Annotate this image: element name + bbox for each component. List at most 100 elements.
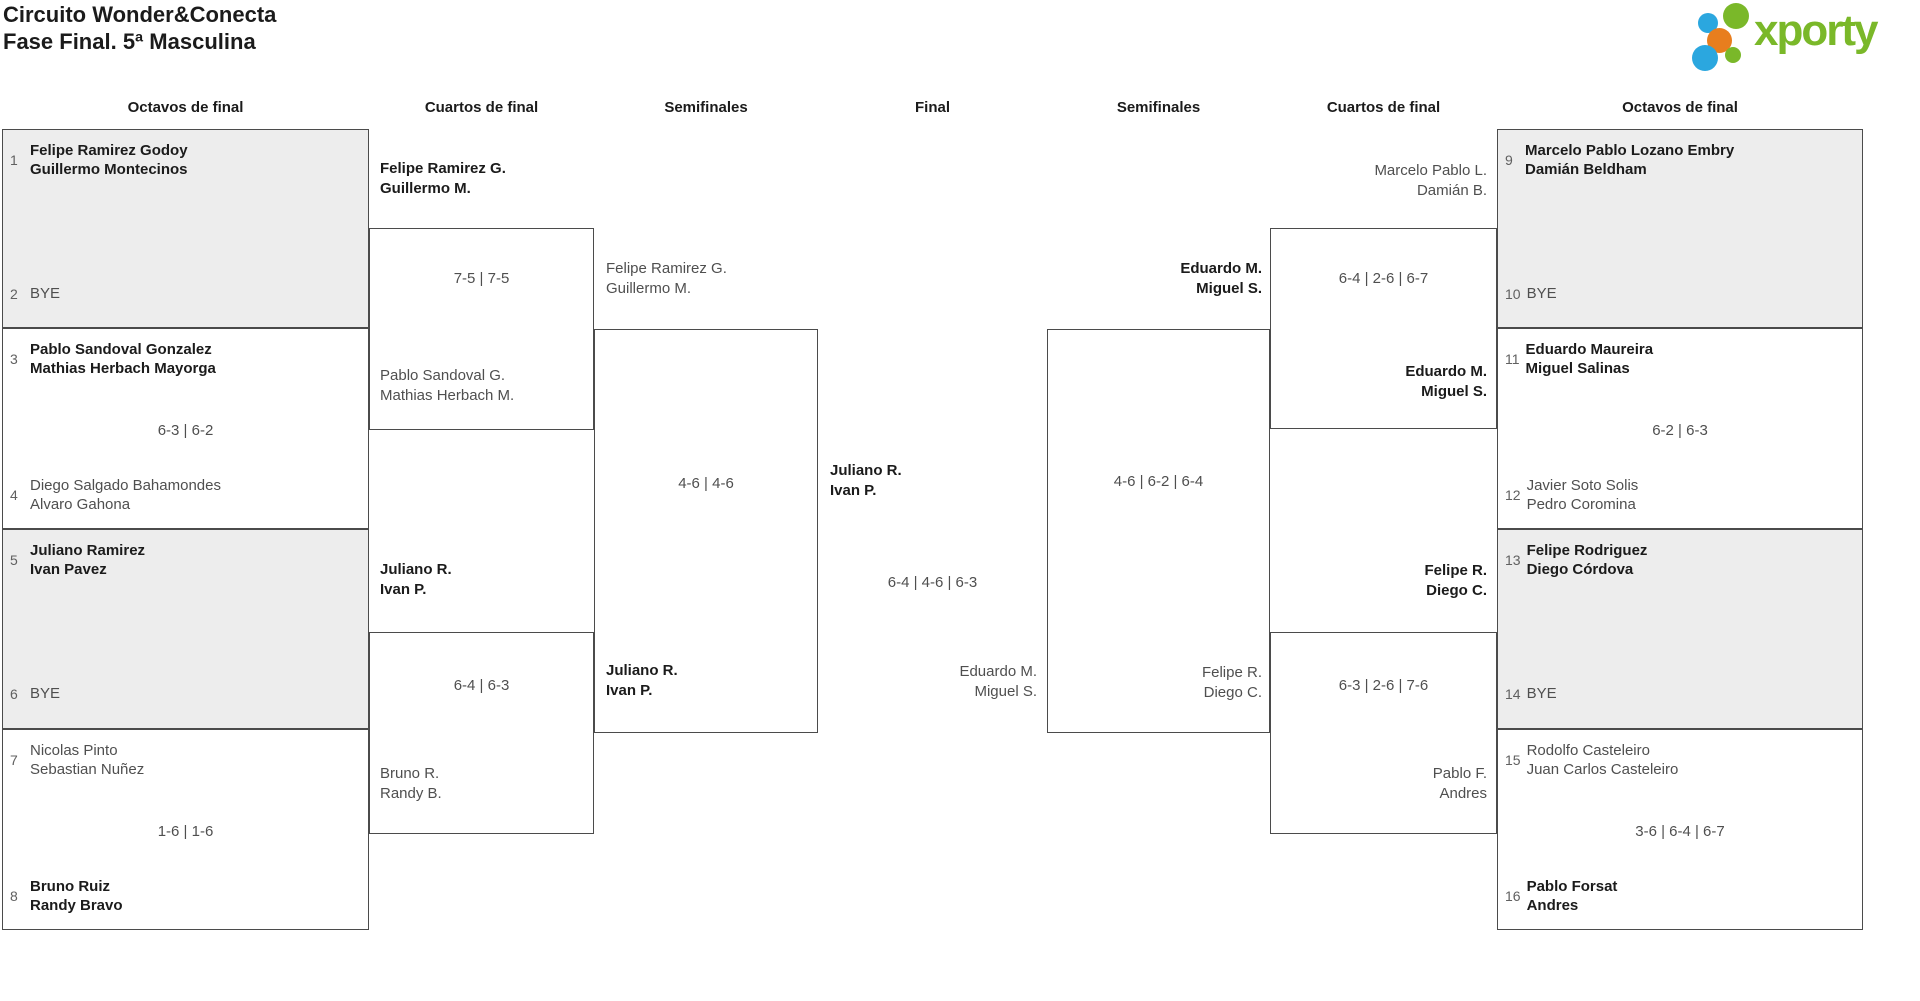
match-box-octavos-left-3-4[interactable] bbox=[2, 328, 369, 529]
seed-number: 11 bbox=[1505, 351, 1520, 367]
team-name: Juliano Ramirez Ivan Pavez bbox=[30, 542, 146, 578]
match-box-octavos-right-15-16[interactable] bbox=[1497, 729, 1863, 930]
match-box-cuartos-right-bottom[interactable] bbox=[1270, 632, 1497, 834]
seed-number: 14 bbox=[1505, 685, 1521, 702]
match-score: 4-6 | 6-2 | 6-4 bbox=[1113, 473, 1204, 490]
match-box-octavos-left-7-8[interactable] bbox=[2, 729, 369, 930]
seed-number: 16 bbox=[1505, 888, 1521, 904]
match-score: 6-4 | 4-6 | 6-3 bbox=[887, 574, 978, 591]
team-name[interactable]: Felipe Ramirez G. Guillermo M. bbox=[380, 160, 506, 197]
team-slot[interactable]: 6 BYE bbox=[10, 684, 361, 703]
logo-wordmark: xporty bbox=[1754, 6, 1878, 55]
team-name: Pablo Sandoval Gonzalez Mathias Herbach … bbox=[30, 341, 216, 377]
team-slot[interactable]: 16 Pablo Forsat Andres bbox=[1505, 877, 1855, 915]
match-box-octavos-right-9-10[interactable] bbox=[1497, 129, 1863, 328]
logo-dot-blue-large bbox=[1692, 45, 1718, 71]
match-score: 7-5 | 7-5 bbox=[453, 270, 510, 287]
team-name[interactable]: Bruno R. Randy B. bbox=[380, 765, 442, 802]
seed-number: 12 bbox=[1505, 487, 1521, 503]
seed-number: 15 bbox=[1505, 752, 1521, 768]
team-slot[interactable]: 3 Pablo Sandoval Gonzalez Mathias Herbac… bbox=[10, 340, 361, 378]
match-box-octavos-left-5-6[interactable] bbox=[2, 529, 369, 729]
team-name: BYE bbox=[1526, 685, 1557, 702]
team-slot[interactable]: 1 Felipe Ramirez Godoy Guillermo Monteci… bbox=[10, 141, 361, 179]
team-name: Felipe Rodriguez Diego Córdova bbox=[1526, 542, 1648, 578]
seed-number: 13 bbox=[1505, 552, 1521, 568]
team-slot[interactable]: 11 Eduardo Maureira Miguel Salinas bbox=[1505, 340, 1855, 378]
team-slot[interactable]: 14 BYE bbox=[1505, 684, 1855, 703]
seed-number: 2 bbox=[10, 285, 18, 302]
match-box-cuartos-right-top[interactable] bbox=[1270, 228, 1497, 429]
round-header-final: Final bbox=[914, 99, 950, 116]
team-name: BYE bbox=[30, 685, 61, 702]
round-header-semis-right: Semifinales bbox=[1116, 99, 1201, 116]
team-slot[interactable]: 4 Diego Salgado Bahamondes Alvaro Gahona bbox=[10, 476, 361, 514]
round-header-octavos-left: Octavos de final bbox=[127, 99, 244, 116]
seed-number: 5 bbox=[10, 552, 18, 568]
match-score: 4-6 | 4-6 bbox=[678, 475, 734, 492]
round-header-octavos-right: Octavos de final bbox=[1622, 99, 1738, 116]
team-name[interactable]: Eduardo M. Miguel S. bbox=[1180, 260, 1262, 297]
team-name[interactable]: Juliano R. Ivan P. bbox=[830, 462, 902, 499]
team-name: BYE bbox=[1526, 285, 1557, 302]
seed-number: 1 bbox=[10, 152, 18, 168]
match-score: 6-2 | 6-3 bbox=[1652, 422, 1708, 439]
team-name: Marcelo Pablo Lozano Embry Damián Beldha… bbox=[1525, 142, 1735, 178]
team-name: Javier Soto Solis Pedro Coromina bbox=[1526, 477, 1639, 513]
match-box-cuartos-left-top[interactable] bbox=[369, 228, 594, 430]
team-name[interactable]: Marcelo Pablo L. Damián B. bbox=[1374, 162, 1487, 199]
round-header-cuartos-left: Cuartos de final bbox=[424, 99, 539, 116]
team-slot[interactable]: 7 Nicolas Pinto Sebastian Nuñez bbox=[10, 741, 361, 779]
seed-number: 4 bbox=[10, 487, 18, 503]
seed-number: 7 bbox=[10, 752, 18, 768]
round-header-semis-left: Semifinales bbox=[664, 99, 748, 116]
team-name[interactable]: Eduardo M. Miguel S. bbox=[1405, 363, 1487, 400]
page-title: Circuito Wonder&Conecta Fase Final. 5ª M… bbox=[3, 2, 277, 54]
seed-number: 3 bbox=[10, 351, 18, 367]
team-slot[interactable]: 8 Bruno Ruiz Randy Bravo bbox=[10, 877, 361, 915]
match-box-octavos-right-11-12[interactable] bbox=[1497, 328, 1863, 529]
seed-number: 8 bbox=[10, 888, 18, 904]
team-slot[interactable]: 2 BYE bbox=[10, 284, 361, 303]
team-slot[interactable]: 5 Juliano Ramirez Ivan Pavez bbox=[10, 541, 361, 579]
team-slot[interactable]: 12 Javier Soto Solis Pedro Coromina bbox=[1505, 476, 1855, 514]
team-name: Nicolas Pinto Sebastian Nuñez bbox=[30, 742, 145, 778]
seed-number: 6 bbox=[10, 685, 18, 702]
team-name[interactable]: Juliano R. Ivan P. bbox=[606, 662, 678, 699]
team-name[interactable]: Felipe R. Diego C. bbox=[1424, 562, 1487, 599]
match-box-semifinal-right[interactable] bbox=[1047, 329, 1270, 733]
match-box-octavos-left-1-2[interactable] bbox=[2, 129, 369, 328]
team-name: Eduardo Maureira Miguel Salinas bbox=[1525, 341, 1654, 377]
seed-number: 10 bbox=[1505, 285, 1521, 302]
xporty-logo[interactable]: xporty bbox=[1686, 2, 1908, 71]
match-score: 6-4 | 6-3 bbox=[453, 677, 510, 694]
team-slot[interactable]: 15 Rodolfo Casteleiro Juan Carlos Castel… bbox=[1505, 741, 1855, 779]
round-header-cuartos-right: Cuartos de final bbox=[1326, 99, 1441, 116]
logo-dot-green-large bbox=[1723, 3, 1749, 29]
team-slot[interactable]: 13 Felipe Rodriguez Diego Córdova bbox=[1505, 541, 1855, 579]
match-box-semifinal-left[interactable] bbox=[594, 329, 818, 733]
team-name: BYE bbox=[30, 285, 61, 302]
match-box-octavos-right-13-14[interactable] bbox=[1497, 529, 1863, 729]
match-score: 1-6 | 1-6 bbox=[157, 823, 214, 840]
logo-dot-green-small bbox=[1725, 47, 1741, 63]
team-name[interactable]: Juliano R. Ivan P. bbox=[380, 561, 452, 598]
team-slot[interactable]: 10 BYE bbox=[1505, 284, 1855, 303]
match-score: 6-3 | 2-6 | 7-6 bbox=[1338, 677, 1429, 694]
match-box-cuartos-left-bottom[interactable] bbox=[369, 632, 594, 834]
team-name[interactable]: Eduardo M. Miguel S. bbox=[959, 663, 1037, 700]
match-score: 6-4 | 2-6 | 6-7 bbox=[1338, 270, 1429, 287]
team-name: Rodolfo Casteleiro Juan Carlos Casteleir… bbox=[1526, 742, 1679, 778]
team-name[interactable]: Pablo Sandoval G. Mathias Herbach M. bbox=[380, 367, 515, 404]
team-name[interactable]: Pablo F. Andres bbox=[1432, 765, 1487, 802]
match-score: 3-6 | 6-4 | 6-7 bbox=[1635, 823, 1725, 840]
team-slot[interactable]: 9 Marcelo Pablo Lozano Embry Damián Beld… bbox=[1505, 141, 1855, 179]
team-name[interactable]: Felipe R. Diego C. bbox=[1201, 664, 1262, 701]
seed-number: 9 bbox=[1505, 152, 1513, 168]
team-name[interactable]: Felipe Ramirez G. Guillermo M. bbox=[606, 260, 727, 297]
team-name: Felipe Ramirez Godoy Guillermo Montecino… bbox=[30, 142, 188, 178]
logo-dot-blue-small bbox=[1698, 13, 1718, 33]
team-name: Diego Salgado Bahamondes Alvaro Gahona bbox=[30, 477, 221, 513]
match-score: 6-3 | 6-2 bbox=[157, 422, 214, 439]
